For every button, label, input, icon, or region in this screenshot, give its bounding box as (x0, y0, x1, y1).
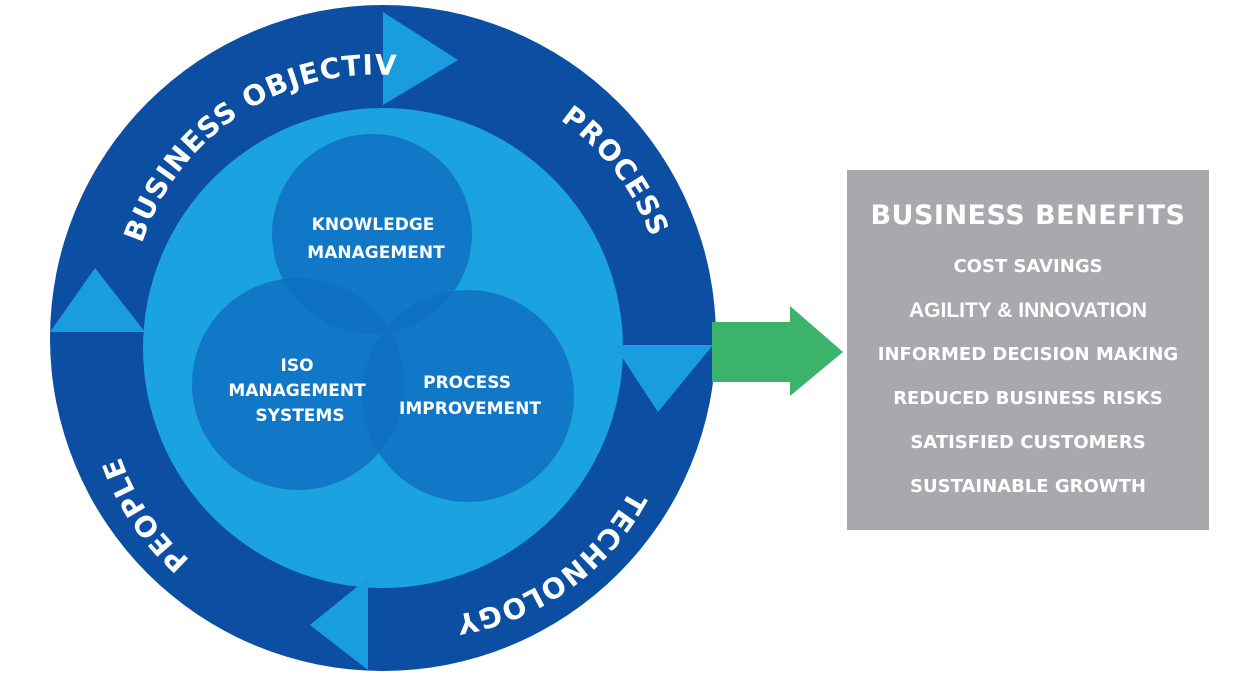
venn-label-knowledge-line1: KNOWLEDGE (312, 215, 435, 235)
venn-label-process-improvement-line2: IMPROVEMENT (399, 399, 541, 419)
arrowhead-bottom (310, 578, 368, 670)
business-benefits-box: BUSINESS BENEFITS COST SAVINGS AGILITY &… (847, 170, 1209, 530)
venn-label-process-improvement: PROCESS IMPROVEMENT (399, 373, 541, 419)
venn-label-iso-line3: SYSTEMS (255, 406, 344, 426)
venn-label-iso-management-systems: ISO MANAGEMENT SYSTEMS (228, 356, 371, 426)
benefit-item: REDUCED BUSINESS RISKS (893, 388, 1163, 409)
venn-label-knowledge-line2: MANAGEMENT (307, 243, 445, 263)
benefit-item: INFORMED DECISION MAKING (877, 344, 1179, 365)
venn-label-knowledge-management: KNOWLEDGE MANAGEMENT (307, 215, 445, 263)
venn-circle-process-improvement (362, 290, 574, 502)
venn-label-iso-line2: MANAGEMENT (228, 381, 366, 401)
arrowhead-left (50, 268, 145, 332)
venn-circle-iso (192, 278, 404, 490)
venn-label-process-improvement-line1: PROCESS (423, 373, 511, 393)
arrowhead-top (383, 12, 458, 105)
arrowhead-right (614, 345, 713, 412)
benefit-item: AGILITY & INNOVATION (908, 299, 1147, 322)
business-benefits-title: BUSINESS BENEFITS (870, 200, 1186, 231)
benefit-item: SATISFIED CUSTOMERS (910, 432, 1146, 453)
benefit-item: COST SAVINGS (953, 256, 1103, 277)
benefit-item: SUSTAINABLE GROWTH (910, 476, 1146, 497)
venn-label-iso-line1: ISO (281, 356, 314, 376)
green-arrow (712, 306, 843, 396)
